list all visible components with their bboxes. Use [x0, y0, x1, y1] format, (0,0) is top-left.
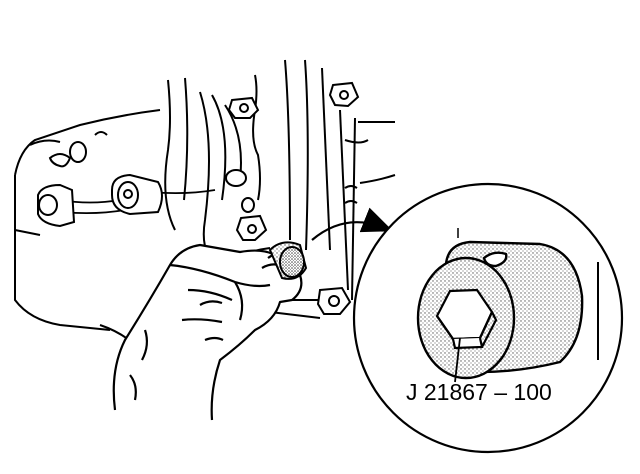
bolt-icon	[225, 81, 360, 315]
socket-tool-icon	[268, 241, 308, 280]
arrow-icon	[311, 207, 394, 241]
tool-number-label: J 21867 – 100	[406, 379, 552, 405]
hand-icon	[112, 243, 304, 421]
connector-icon	[37, 173, 163, 228]
callout-detail: J 21867 – 100	[352, 182, 624, 454]
